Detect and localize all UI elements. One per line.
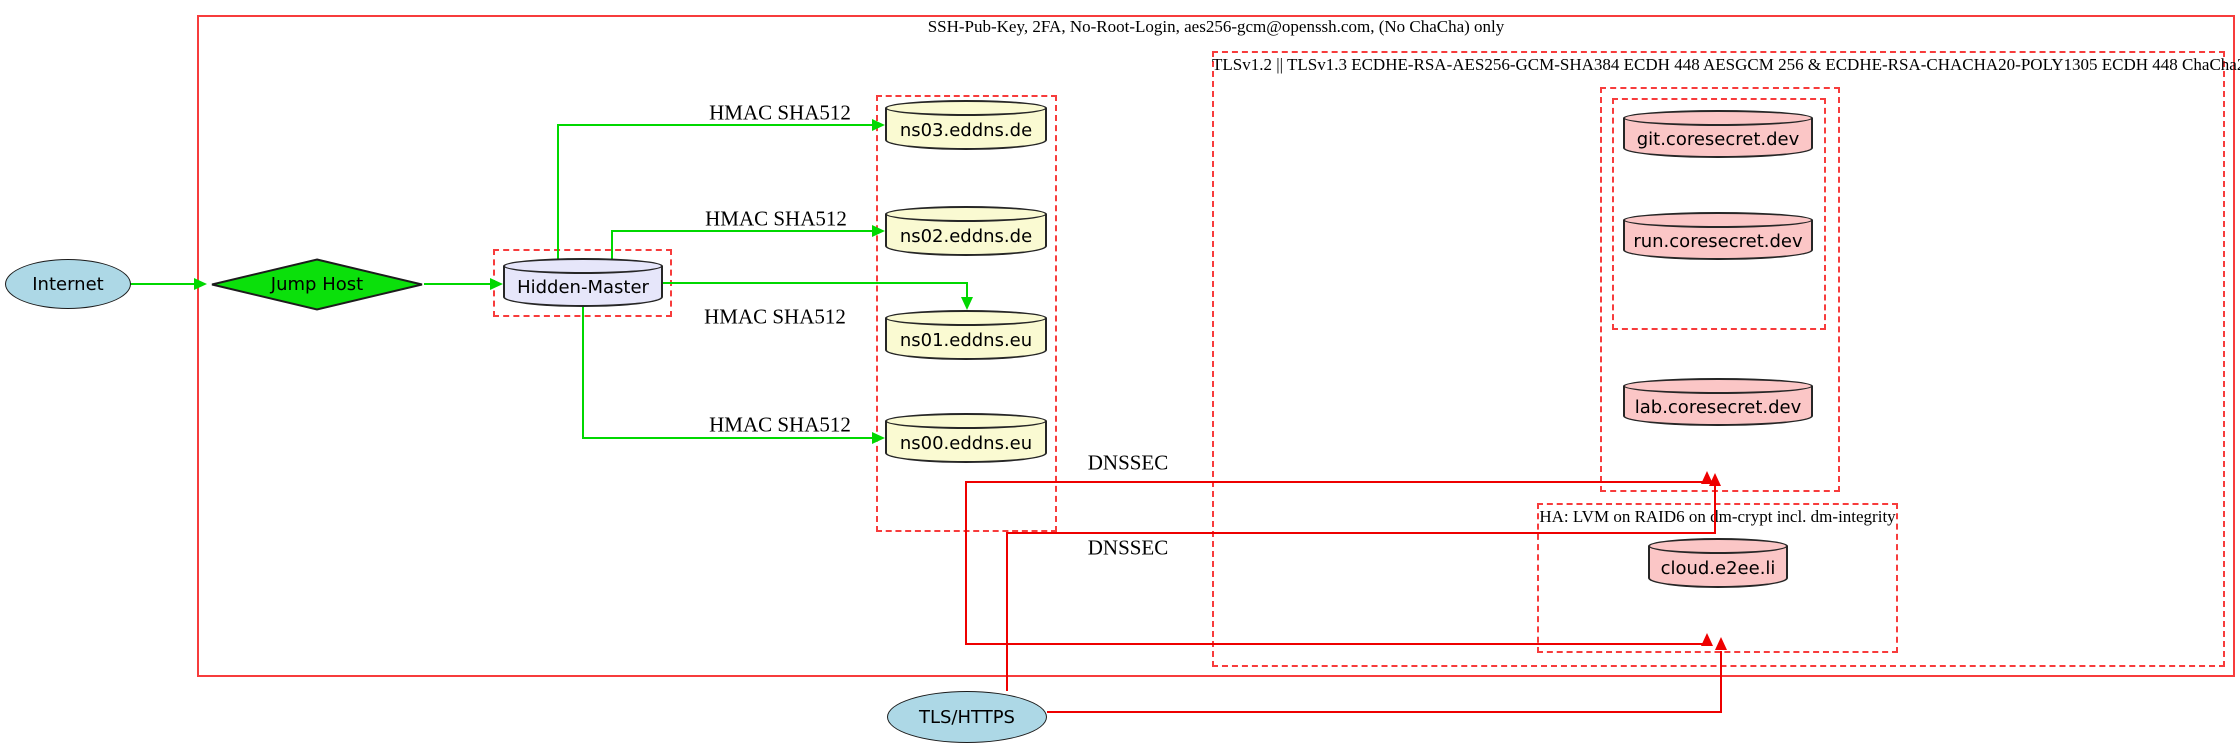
cylinder-top bbox=[1623, 212, 1813, 228]
node-hidden-master-label: Hidden-Master bbox=[517, 277, 649, 298]
node-lab-coresecret-label: lab.coresecret.dev bbox=[1634, 396, 1802, 418]
cylinder-top bbox=[885, 413, 1047, 429]
edge-tlshttps-to-lab-cluster bbox=[1006, 473, 1721, 691]
node-ns03: ns03.eddns.de bbox=[885, 100, 1047, 150]
node-ns00: ns00.eddns.eu bbox=[885, 413, 1047, 463]
edge-dns-to-ha-cluster bbox=[965, 533, 1713, 646]
edge-hiddenmaster-to-ns01 bbox=[663, 282, 973, 310]
edge-label-hmac-ns00: HMAC SHA512 bbox=[709, 412, 851, 437]
node-git-coresecret-label: git.coresecret.dev bbox=[1636, 128, 1800, 150]
node-ns02: ns02.eddns.de bbox=[885, 206, 1047, 256]
node-ns01: ns01.eddns.eu bbox=[885, 310, 1047, 360]
node-jump-host: Jump Host bbox=[210, 258, 424, 311]
cluster-ha-label: HA: LVM on RAID6 on dm-crypt incl. dm-in… bbox=[1539, 507, 1896, 526]
node-cloud-e2ee-label: cloud.e2ee.li bbox=[1660, 557, 1776, 579]
cylinder-top bbox=[503, 258, 663, 274]
edge-hiddenmaster-to-ns00 bbox=[582, 306, 885, 444]
node-ns01-label: ns01.eddns.eu bbox=[899, 329, 1033, 351]
node-ns03-label: ns03.eddns.de bbox=[899, 119, 1033, 141]
diamond-shape bbox=[211, 258, 423, 311]
cylinder-top bbox=[885, 206, 1047, 222]
cylinder-top bbox=[1623, 378, 1813, 394]
node-internet: Internet bbox=[5, 259, 131, 309]
node-jump-host-label: Jump Host bbox=[270, 274, 364, 295]
node-hidden-master: Hidden-Master bbox=[503, 258, 663, 307]
edge-hiddenmaster-to-ns02 bbox=[611, 225, 885, 262]
node-run-coresecret-label: run.coresecret.dev bbox=[1633, 230, 1803, 252]
edge-label-dnssec-lower: DNSSEC bbox=[1087, 535, 1169, 560]
node-ns02-label: ns02.eddns.de bbox=[899, 225, 1033, 247]
node-run-coresecret: run.coresecret.dev bbox=[1623, 212, 1813, 260]
edge-label-dnssec-upper: DNSSEC bbox=[1087, 450, 1169, 475]
node-tls-https: TLS/HTTPS bbox=[887, 691, 1047, 743]
edge-tlshttps-to-ha-cluster bbox=[1047, 637, 1727, 713]
cluster-ssh-label: SSH-Pub-Key, 2FA, No-Root-Login, aes256-… bbox=[927, 17, 1505, 36]
node-ns00-label: ns00.eddns.eu bbox=[899, 432, 1033, 454]
edge-hiddenmaster-to-ns03 bbox=[557, 119, 885, 262]
edge-dns-to-lab-cluster bbox=[965, 471, 1713, 533]
cylinder-top bbox=[1623, 110, 1813, 126]
cylinder-top bbox=[885, 100, 1047, 116]
edge-label-hmac-ns02: HMAC SHA512 bbox=[705, 206, 847, 231]
node-tls-https-label: TLS/HTTPS bbox=[918, 706, 1015, 728]
node-cloud-e2ee: cloud.e2ee.li bbox=[1648, 538, 1788, 588]
edge-label-hmac-ns03: HMAC SHA512 bbox=[709, 100, 851, 125]
node-git-coresecret: git.coresecret.dev bbox=[1623, 110, 1813, 158]
cylinder-top bbox=[1648, 538, 1788, 554]
edge-jumphost-to-hiddenmaster bbox=[424, 278, 503, 290]
node-lab-coresecret: lab.coresecret.dev bbox=[1623, 378, 1813, 426]
cluster-tls-label: TLSv1.2 || TLSv1.3 ECDHE-RSA-AES256-GCM-… bbox=[1212, 55, 2240, 74]
node-internet-label: Internet bbox=[32, 273, 104, 295]
cylinder-top bbox=[885, 310, 1047, 326]
edge-internet-to-jumphost bbox=[130, 278, 207, 290]
edge-label-hmac-ns01: HMAC SHA512 bbox=[704, 304, 846, 329]
